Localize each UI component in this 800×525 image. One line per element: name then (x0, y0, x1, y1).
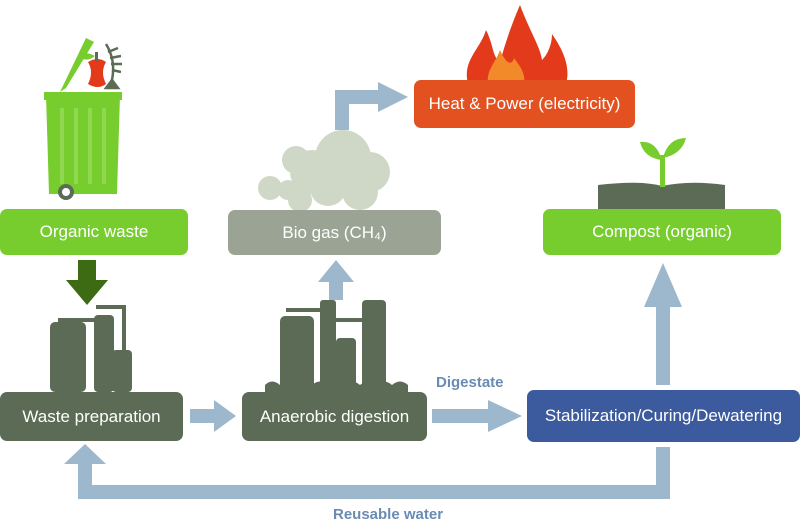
organic-waste-node: Organic waste (0, 209, 188, 255)
arrow-to-biogas (318, 260, 354, 300)
compost-node: Compost (organic) (543, 209, 781, 255)
digestate-label: Digestate (436, 374, 504, 391)
heat-power-node: Heat & Power (electricity) (414, 80, 635, 128)
arrow-to-heat (335, 82, 408, 130)
compost-soil-icon (598, 182, 725, 210)
biogas-node: Bio gas (CH₄) (228, 210, 441, 255)
arrow-to-preparation (66, 260, 108, 305)
fish-bone-icon (103, 43, 122, 90)
reusable-water-label: Reusable water (333, 506, 444, 523)
arrow-to-compost (644, 263, 682, 385)
digestate-arrow (432, 400, 522, 432)
flame-icon (466, 5, 568, 84)
reusable-water-arrow (64, 444, 670, 499)
waste-preparation-node: Waste preparation (0, 392, 183, 441)
smoke-cloud-icon (258, 130, 390, 212)
digester-tanks-icon (265, 300, 408, 400)
anaerobic-digestion-node: Anaerobic digestion (242, 392, 427, 441)
trash-bin-icon (44, 38, 122, 200)
leaf-icon (80, 53, 95, 60)
sprout-icon (640, 138, 686, 187)
stabilization-node: Stabilization/Curing/Dewatering (527, 390, 800, 442)
arrow-to-digestion (190, 400, 236, 432)
processing-tanks-icon (50, 305, 132, 392)
apple-core-icon (88, 52, 106, 87)
